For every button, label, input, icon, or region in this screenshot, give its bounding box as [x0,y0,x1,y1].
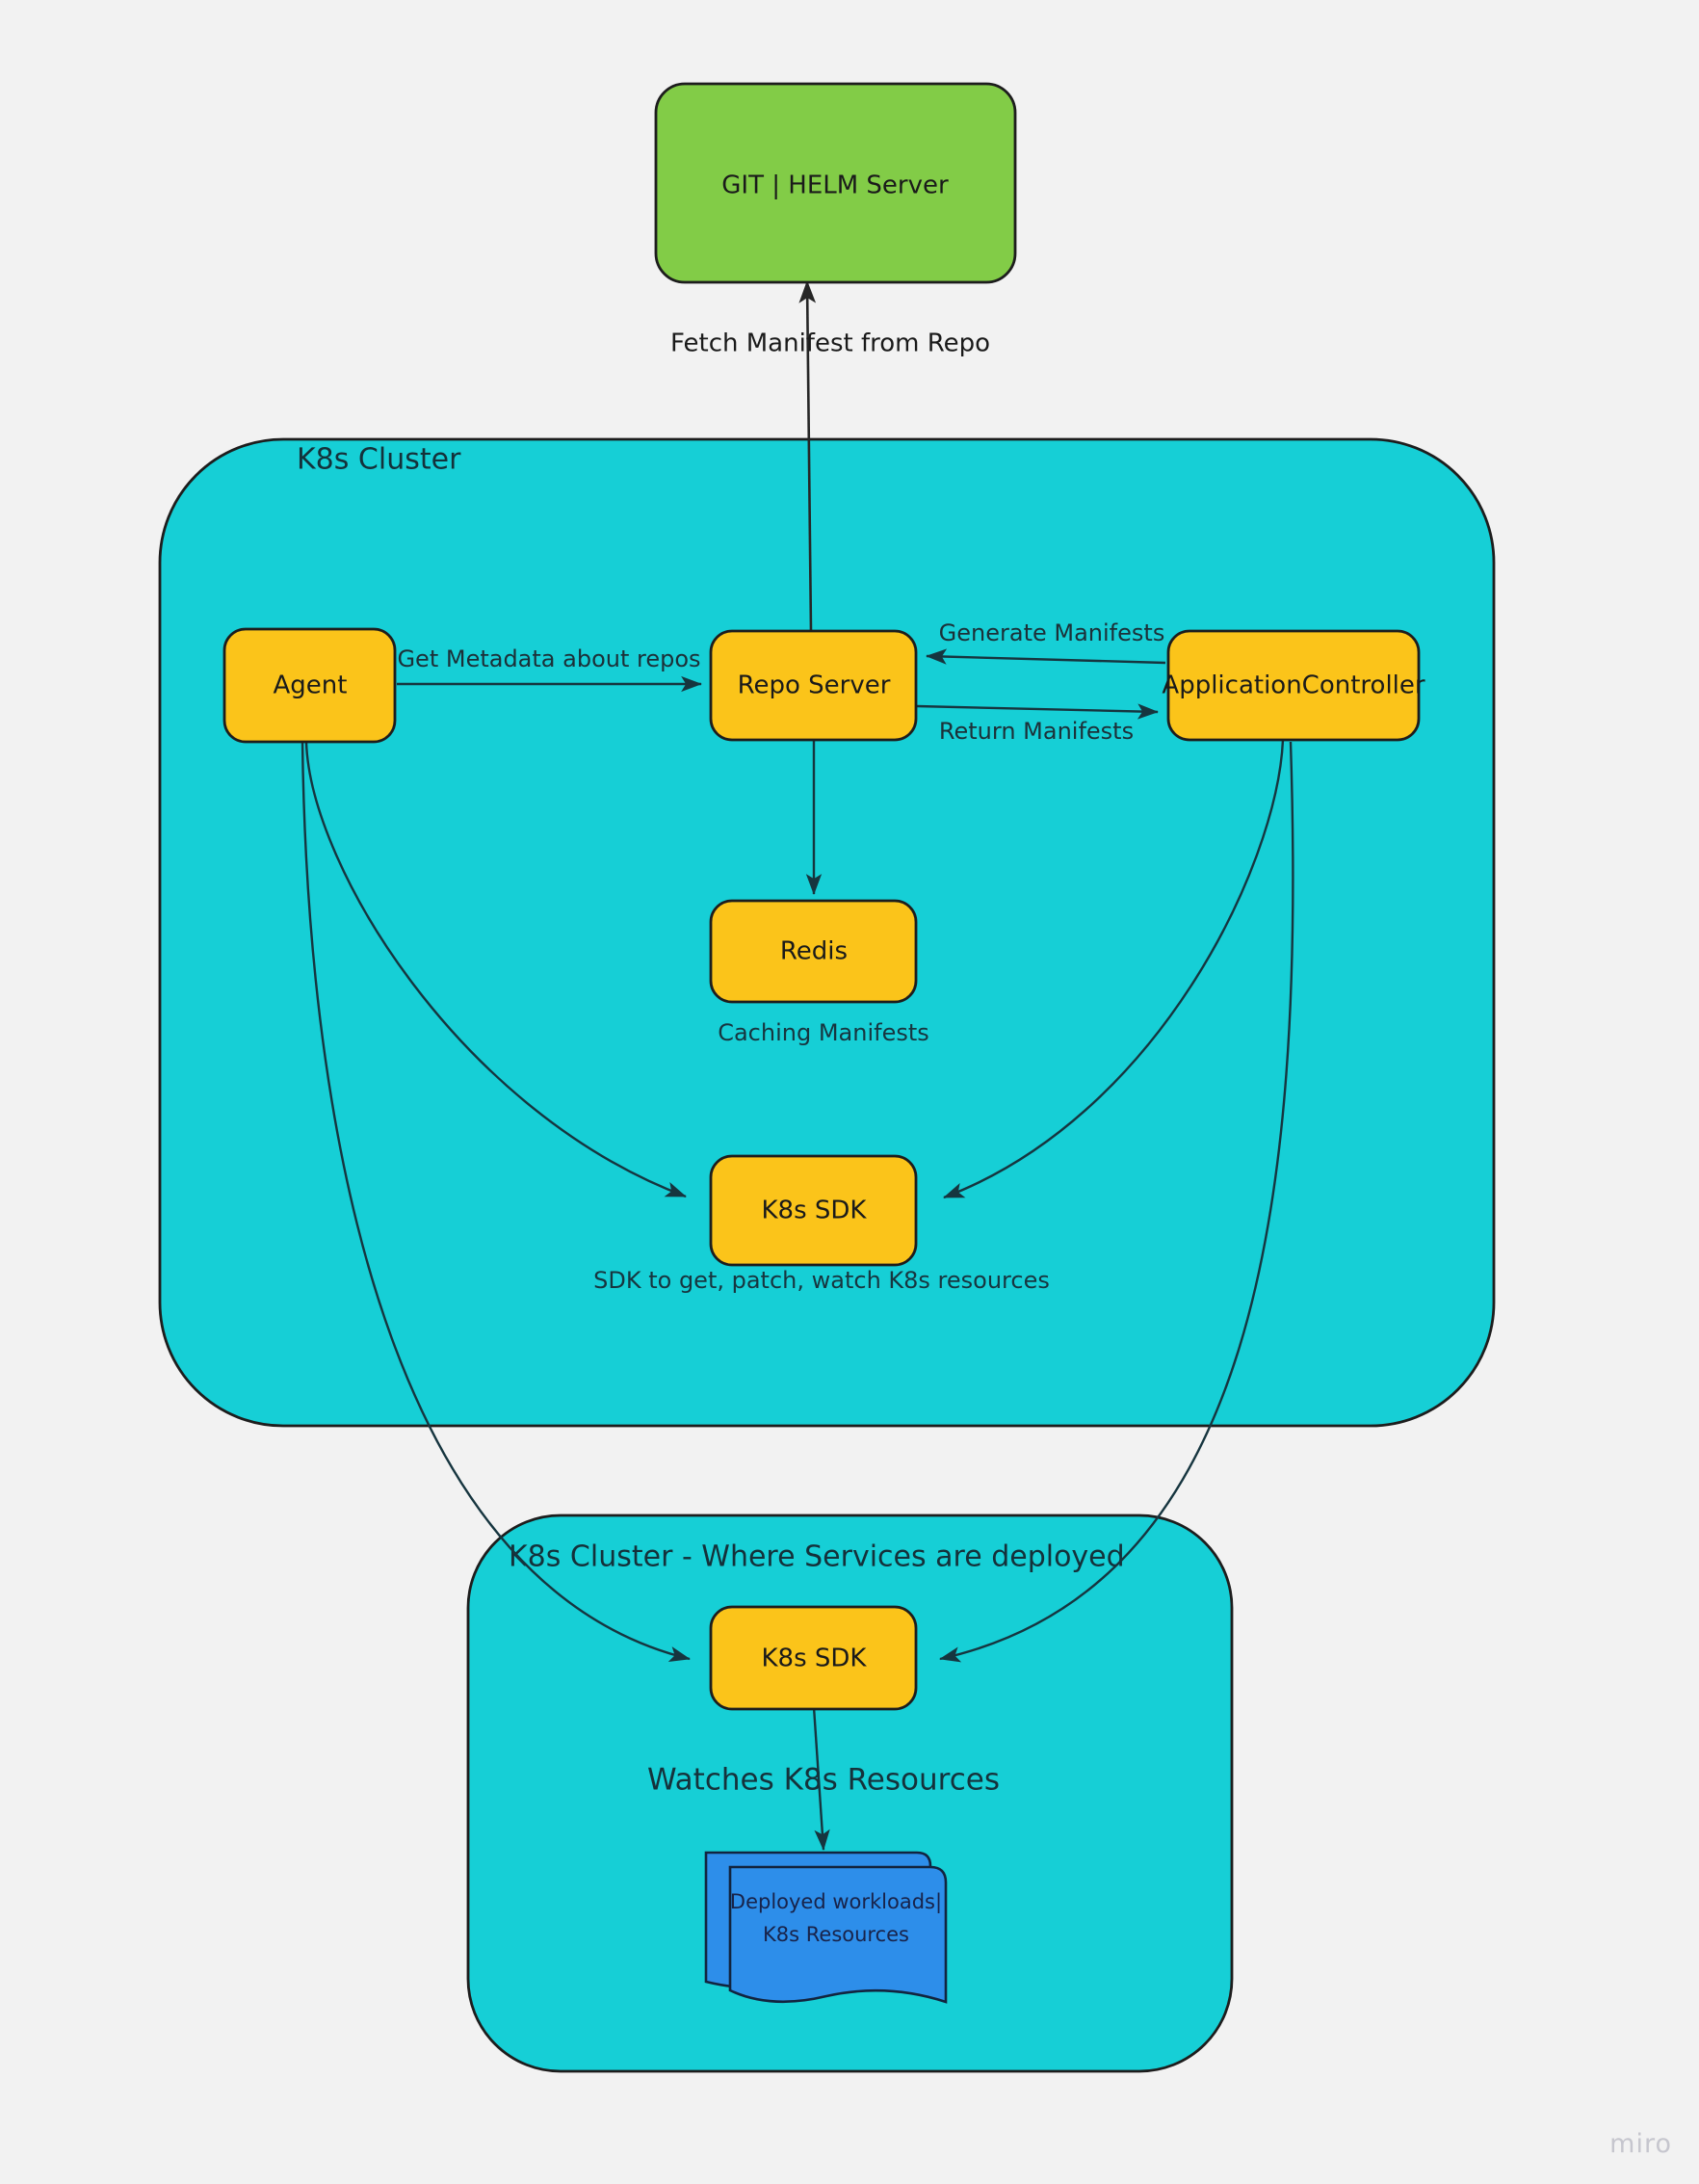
node-git-helm-server[interactable]: GIT | HELM Server [654,82,1017,284]
node-k8s-sdk-lower-label: K8s SDK [762,1645,868,1673]
cluster-lower-box [466,1513,1234,2073]
edge-return-manifests-label: Return Manifests [939,718,1134,745]
node-agent-box[interactable] [222,627,397,744]
edge-fetch-manifest: Fetch Manifest from Repo [670,279,990,633]
node-deployed-workloads-label-line2: K8s Resources [763,1923,909,1946]
node-application-controller[interactable]: ApplicationController [1162,629,1425,742]
edge-generate-manifests: Generate Manifests [926,619,1166,665]
node-application-controller-label: ApplicationController [1162,671,1425,700]
edge-get-metadata-label: Get Metadata about repos [397,645,700,672]
node-deployed-workloads[interactable]: Deployed workloads| K8s Resources [704,1851,948,2004]
cluster-lower-title: K8s Cluster - Where Services are deploye… [509,1540,1125,1574]
node-k8s-sdk-lower[interactable]: K8s SDK [709,1605,918,1711]
node-k8s-sdk-lower-box[interactable] [709,1605,918,1711]
node-repo-server-box[interactable] [709,629,918,742]
node-k8s-sdk-upper-box[interactable] [709,1154,918,1267]
edge-appcontroller-to-sdk-lower [939,741,1294,1663]
node-redis-caption: Caching Manifests [718,1019,929,1046]
node-redis-box[interactable] [709,899,918,1004]
node-application-controller-box[interactable] [1166,629,1421,742]
edge-generate-manifests-path [926,648,1166,665]
edge-sdk-to-workloads [812,1706,830,1851]
node-agent[interactable]: Agent [222,627,397,744]
node-redis[interactable]: Redis Caching Manifests [709,899,929,1046]
node-agent-label: Agent [274,671,348,700]
edge-agent-to-sdk-upper [304,741,687,1198]
cluster-lower-group: K8s Cluster - Where Services are deploye… [466,1513,1234,2073]
edge-appcontroller-to-sdk-upper [943,739,1285,1199]
node-deployed-workloads-label-line1: Deployed workloads| [730,1890,942,1914]
edge-return-manifests-path [916,703,1159,720]
edge-fetch-manifest-path [798,279,817,633]
node-redis-label: Redis [780,937,848,966]
edge-agent-to-sdk-upper-path [304,741,687,1198]
edge-sdk-to-workloads-path [812,1706,830,1851]
node-repo-server[interactable]: Repo Server [709,629,918,742]
edge-fetch-manifest-label: Fetch Manifest from Repo [670,329,990,358]
edge-agent-to-sdk-lower-path [301,741,691,1662]
node-git-helm-server-label: GIT | HELM Server [721,171,949,200]
node-k8s-sdk-upper-caption: SDK to get, patch, watch K8s resources [593,1267,1050,1294]
edge-return-manifests: Return Manifests [916,703,1159,745]
node-k8s-sdk-upper[interactable]: K8s SDK SDK to get, patch, watch K8s res… [593,1154,1050,1294]
miro-watermark: miro [1609,2129,1672,2159]
node-k8s-sdk-upper-label: K8s SDK [762,1197,868,1225]
node-git-helm-server-box[interactable] [654,82,1017,284]
node-repo-server-label: Repo Server [738,671,891,700]
edge-watches-label: Watches K8s Resources [647,1763,1000,1798]
node-deployed-workloads-front-sheet[interactable] [728,1865,948,2004]
edge-agent-to-sdk-lower [301,741,691,1662]
cluster-upper-title: K8s Cluster [297,443,461,477]
edge-appcontroller-to-sdk-lower-path [939,741,1294,1663]
edge-appcontroller-to-sdk-upper-path [943,739,1285,1199]
edge-generate-manifests-label: Generate Manifests [939,619,1165,646]
edge-get-metadata: Get Metadata about repos [397,645,702,693]
